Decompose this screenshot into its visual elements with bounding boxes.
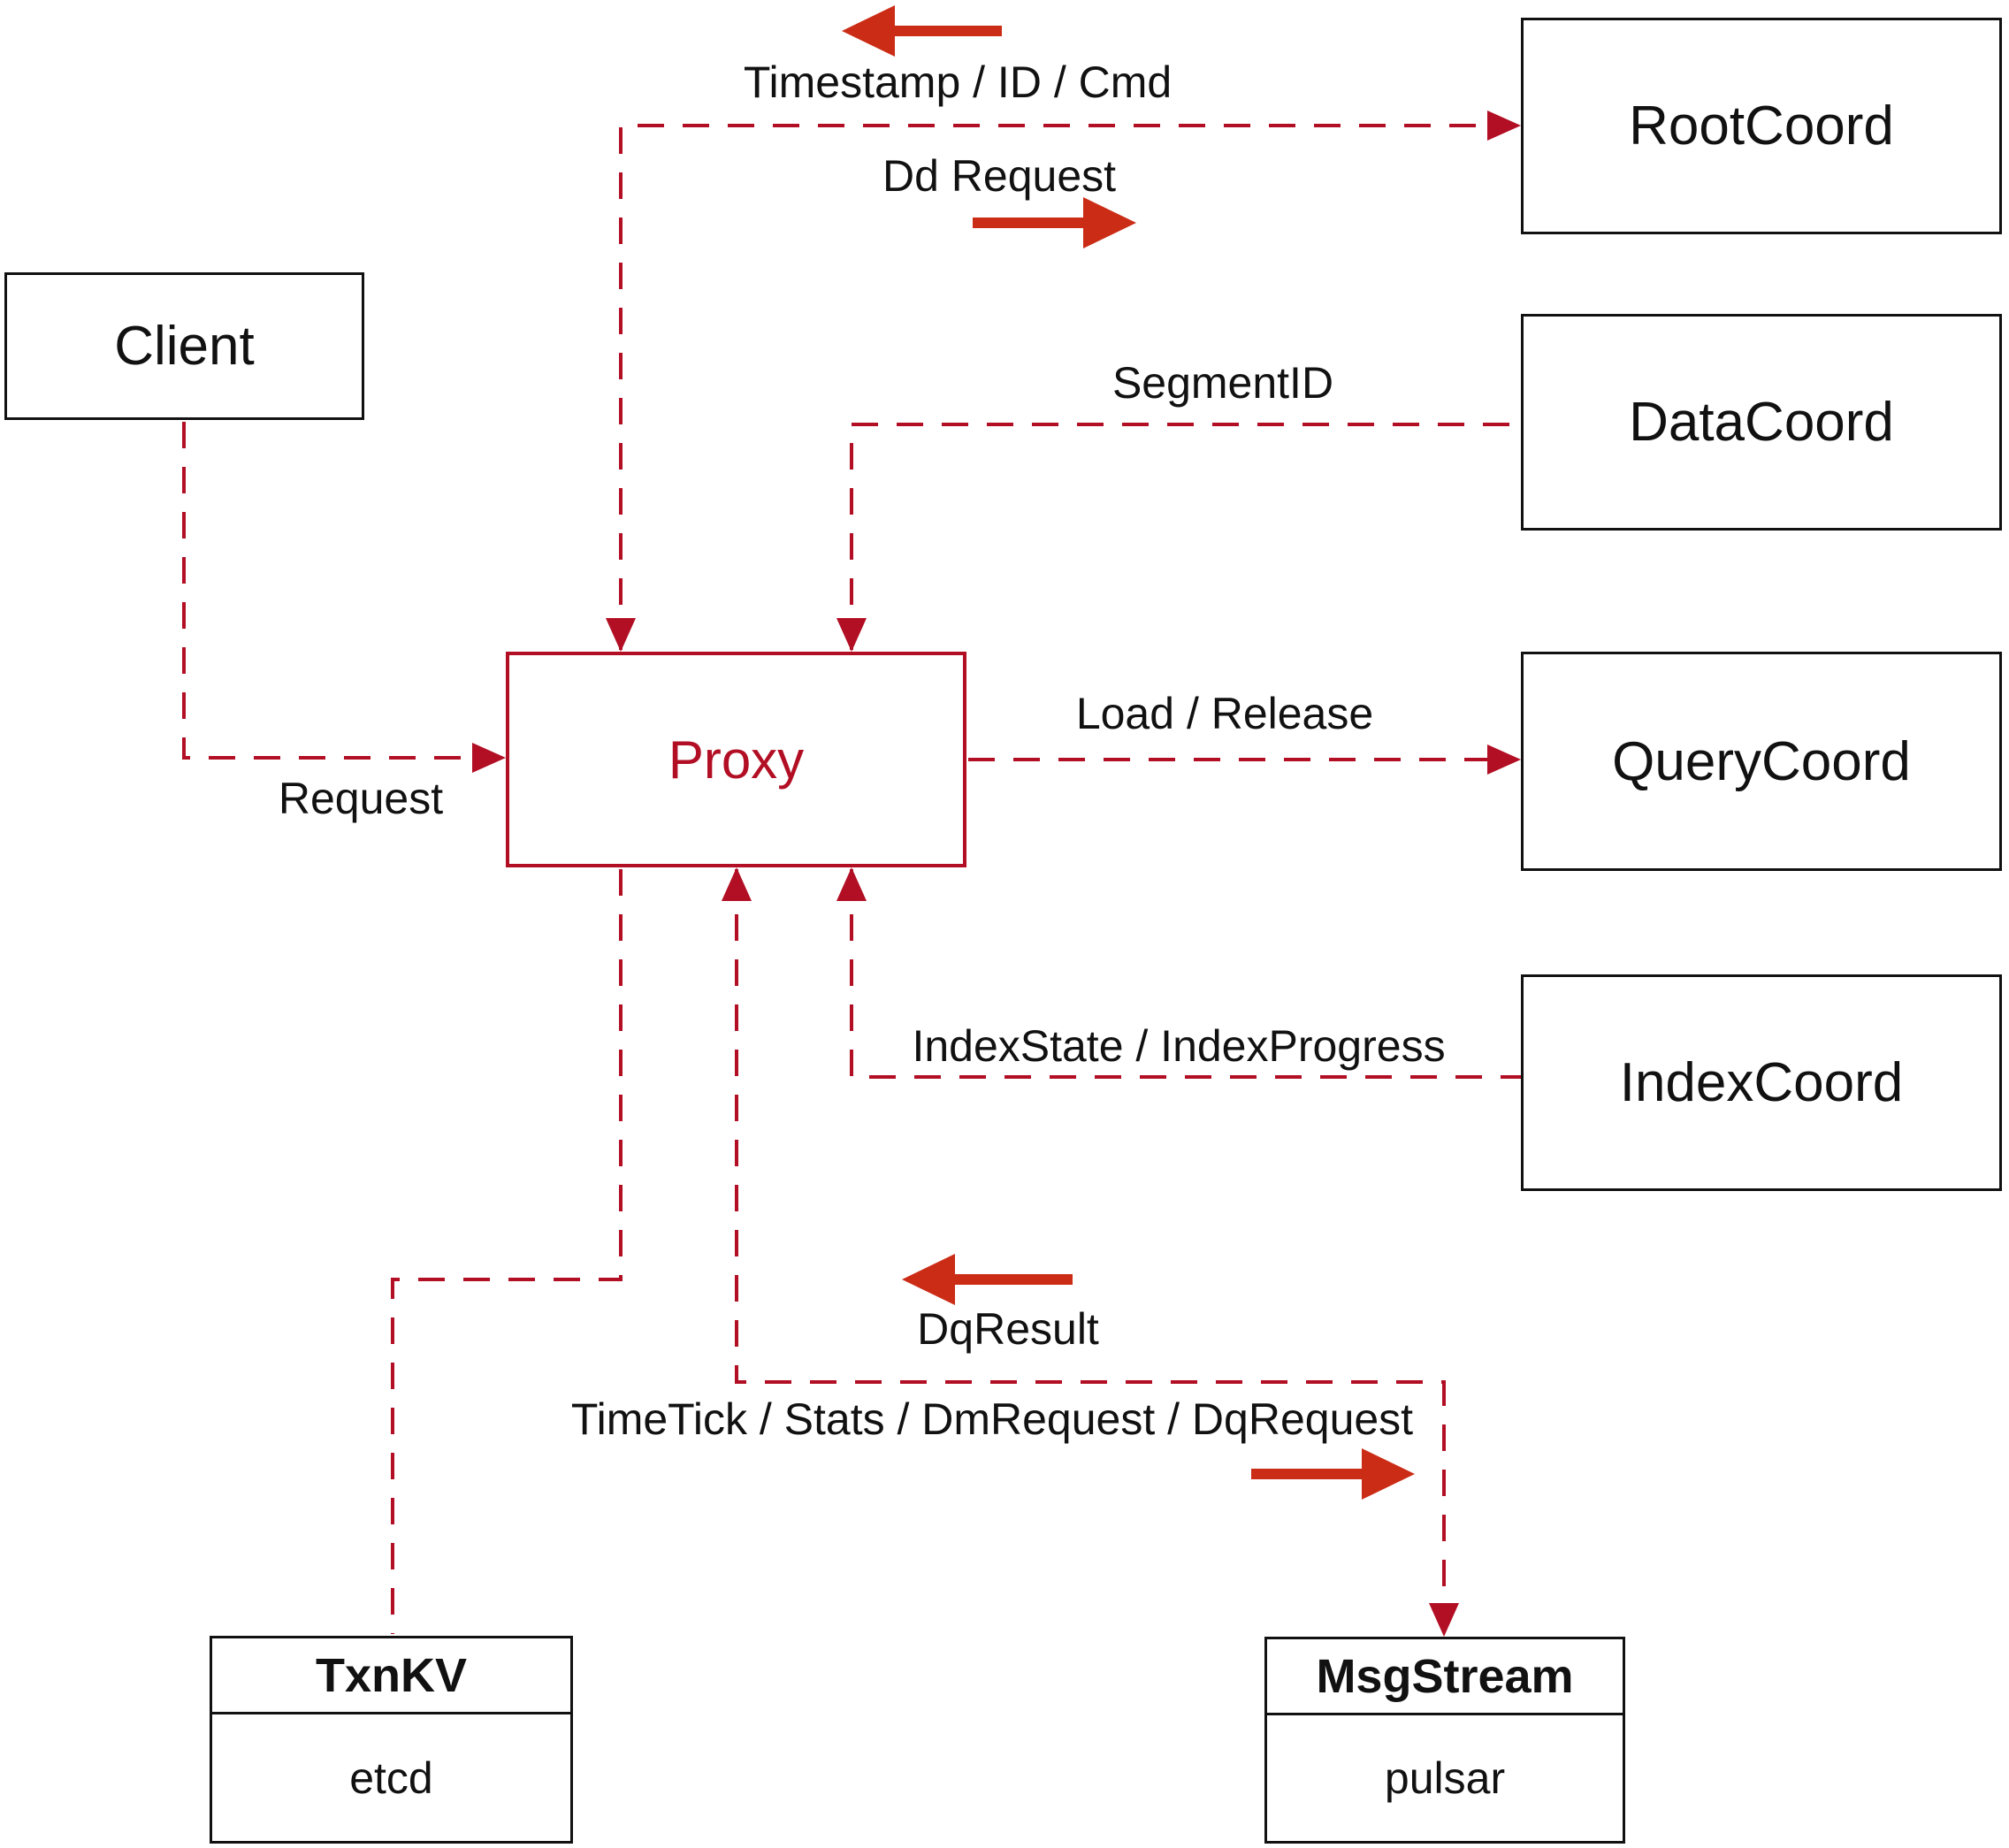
indexcoord-label: IndexCoord bbox=[1619, 1052, 1904, 1113]
edge-label-timestamp-id-cmd: Timestamp / ID / Cmd bbox=[743, 57, 1173, 107]
txnkv-title: TxnKV bbox=[212, 1638, 570, 1714]
arrowhead-into-proxy-bottom-mid-icon bbox=[722, 867, 752, 901]
msgstream-box: MsgStream pulsar bbox=[1264, 1637, 1625, 1844]
edge-client-proxy bbox=[182, 422, 502, 760]
edge-label-request: Request bbox=[278, 774, 444, 823]
proxy-label: Proxy bbox=[668, 729, 805, 790]
solid-arrow-left-dq-result-icon bbox=[902, 1254, 1073, 1305]
querycoord-label: QueryCoord bbox=[1612, 730, 1911, 792]
rootcoord-box: RootCoord bbox=[1521, 18, 2002, 234]
edge-label-dq-result: DqResult bbox=[917, 1304, 1099, 1354]
msgstream-impl: pulsar bbox=[1384, 1753, 1506, 1803]
edge-indexcoord-proxy bbox=[850, 869, 1521, 1079]
client-label: Client bbox=[114, 316, 255, 377]
edge-proxy-msgstream bbox=[735, 869, 1446, 1633]
querycoord-box: QueryCoord bbox=[1521, 652, 2002, 871]
datacoord-label: DataCoord bbox=[1629, 392, 1894, 453]
datacoord-box: DataCoord bbox=[1521, 314, 2002, 531]
edge-label-dd-request: Dd Request bbox=[882, 151, 1117, 201]
edge-label-index-state: IndexState / IndexProgress bbox=[912, 1021, 1446, 1071]
arrowhead-into-proxy-left-icon bbox=[472, 743, 506, 773]
arrowhead-into-proxy-top-right-icon bbox=[836, 618, 867, 652]
solid-arrow-left-timestamp-icon bbox=[842, 5, 1002, 57]
solid-arrow-right-time-tick-icon bbox=[1251, 1448, 1415, 1500]
edge-proxy-txnkv bbox=[391, 869, 623, 1634]
edge-proxy-rootcoord bbox=[619, 124, 1517, 650]
client-box: Client bbox=[4, 272, 364, 420]
arrowhead-into-msgstream-icon bbox=[1429, 1603, 1459, 1637]
solid-arrow-right-dd-request-icon bbox=[973, 197, 1136, 248]
msgstream-title: MsgStream bbox=[1267, 1639, 1623, 1715]
txnkv-impl: etcd bbox=[349, 1753, 433, 1803]
edge-label-segment-id: SegmentID bbox=[1111, 358, 1334, 408]
txnkv-box: TxnKV etcd bbox=[210, 1636, 573, 1844]
arrowhead-into-rootcoord-icon bbox=[1487, 111, 1521, 141]
arrowhead-into-proxy-bottom-right-icon bbox=[836, 867, 867, 901]
edge-label-time-tick: TimeTick / Stats / DmRequest / DqRequest bbox=[570, 1394, 1414, 1444]
arrowhead-into-proxy-top-left-icon bbox=[606, 618, 636, 652]
arrowhead-into-querycoord-icon bbox=[1487, 745, 1521, 775]
proxy-box: Proxy bbox=[506, 652, 966, 867]
indexcoord-box: IndexCoord bbox=[1521, 974, 2002, 1191]
edge-datacoord-proxy bbox=[850, 423, 1521, 650]
rootcoord-label: RootCoord bbox=[1629, 95, 1894, 157]
edge-label-load-release: Load / Release bbox=[1075, 689, 1374, 738]
